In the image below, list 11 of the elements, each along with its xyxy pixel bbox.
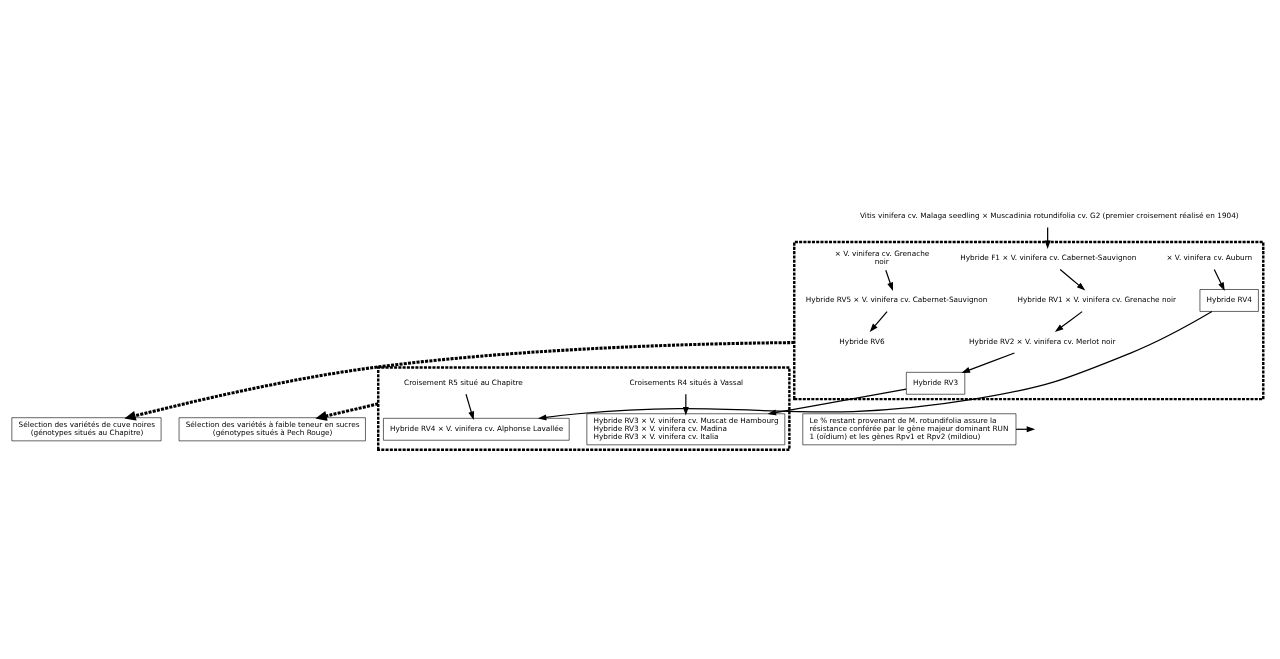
arrow <box>885 269 893 291</box>
cluster <box>377 365 791 451</box>
arrow <box>869 310 888 332</box>
arrow <box>961 351 1016 373</box>
arrow <box>537 310 1213 420</box>
arrow <box>465 393 475 420</box>
arrow <box>315 401 379 421</box>
arrow <box>1059 268 1086 291</box>
arrow <box>124 340 795 421</box>
arrow <box>1054 310 1083 332</box>
arrow <box>1213 268 1225 291</box>
